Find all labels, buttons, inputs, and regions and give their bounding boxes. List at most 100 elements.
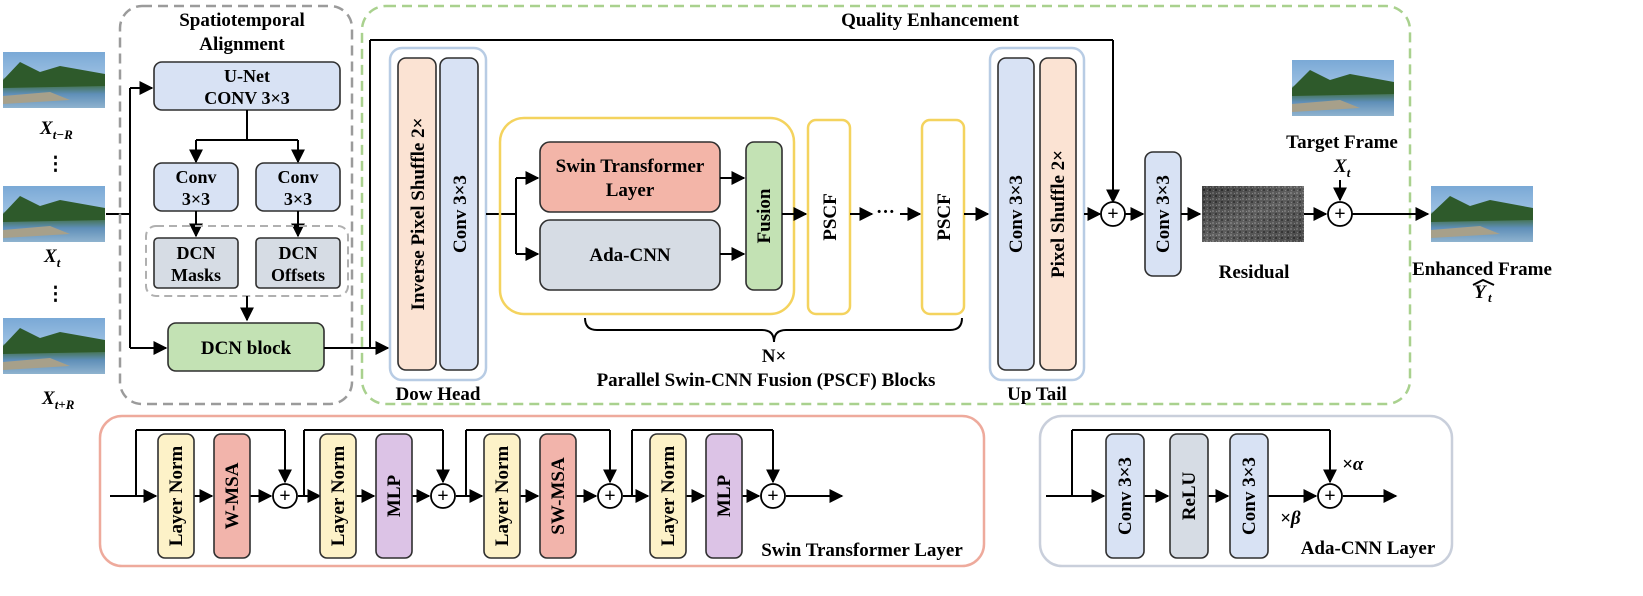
- conv-head-box: [439, 57, 479, 371]
- swin-label-1: Swin Transformer: [556, 156, 705, 177]
- conv-left-label-1: Conv: [175, 167, 216, 187]
- conv-right-label-1: Conv: [277, 167, 318, 187]
- input-frame-t: [3, 186, 105, 242]
- swin-layer-norm-2: [319, 433, 357, 559]
- unet-label-2: CONV 3×3: [204, 88, 289, 108]
- global-skip-connection: [369, 39, 1120, 348]
- swin-sum-1-plus: +: [279, 485, 290, 507]
- mlp-box-2: [705, 433, 743, 559]
- mlp-1-label: MLP: [384, 475, 405, 518]
- quality-title: Quality Enhancement: [841, 10, 1020, 31]
- input-frame-t-plus-r: [3, 318, 105, 374]
- pscf-split-connectors: [515, 171, 540, 261]
- beta-label: ×β: [1280, 508, 1301, 529]
- unet-label-1: U-Net: [224, 66, 270, 86]
- swin-sum-3-plus: +: [604, 485, 615, 507]
- ada-conv-1-label: Conv 3×3: [1115, 457, 1136, 535]
- alignment-title-2: Alignment: [199, 34, 285, 55]
- pscf-label-2: PSCF: [934, 193, 955, 241]
- ada-layer-caption: Ada-CNN Layer: [1301, 538, 1436, 559]
- pscf-blocks-label: Parallel Swin-CNN Fusion (PSCF) Blocks: [597, 370, 936, 391]
- vertical-dots-2: ⋮: [46, 284, 65, 305]
- swin-label-2: Layer: [606, 180, 655, 201]
- swin-layer-norm-4-label: Layer Norm: [658, 446, 679, 547]
- swin-sum-1: [272, 483, 298, 509]
- swin-layer-panel: [98, 414, 986, 568]
- conv-tail-label: Conv 3×3: [1006, 175, 1027, 253]
- input-label-t-plus-r: Xt+R: [41, 388, 75, 412]
- enhanced-y-label: Y t: [1472, 278, 1495, 305]
- conv-left-label-2: 3×3: [182, 189, 210, 209]
- ada-sum: [1317, 483, 1343, 509]
- swin-sum-2: [430, 483, 456, 509]
- target-frame-label: Target Frame: [1286, 132, 1398, 153]
- vertical-dots-1: ⋮: [46, 154, 65, 175]
- swin-sum-4-plus: +: [767, 485, 778, 507]
- wmsa-box: [213, 433, 251, 559]
- dcn-offsets-label-2: Offsets: [271, 265, 325, 285]
- ada-layer-connectors: [1046, 429, 1398, 503]
- swin-layer-norm-4: [649, 433, 687, 559]
- input-connectors: [106, 81, 168, 355]
- alignment-title-1: Spatiotemporal: [179, 10, 305, 31]
- wmsa-label: W-MSA: [222, 462, 243, 529]
- pscf-label-1: PSCF: [820, 193, 841, 241]
- fusion-box: [745, 141, 783, 291]
- pscf-box-2: [920, 118, 966, 316]
- conv-right-label-2: 3×3: [284, 189, 312, 209]
- swin-sum-3: [597, 483, 623, 509]
- swin-layer-norm-2-label: Layer Norm: [328, 446, 349, 547]
- enhanced-frame-label: Enhanced Frame: [1412, 259, 1552, 280]
- alignment-panel: [118, 4, 354, 406]
- input-frame-t-minus-r: [3, 52, 105, 108]
- target-x-label: Xt: [1333, 156, 1351, 180]
- dcn-block-label: DCN block: [201, 338, 292, 359]
- pscf-box-1: [806, 118, 852, 316]
- dow-head-label: Dow Head: [396, 384, 481, 405]
- up-tail-label: Up Tail: [1007, 384, 1067, 405]
- enhanced-frame-image: [1431, 186, 1533, 242]
- input-label-t: Xt: [43, 246, 61, 270]
- alpha-label: ×α: [1342, 454, 1364, 475]
- ada-conv-1-box: [1105, 433, 1145, 559]
- conv-out-label: Conv 3×3: [1153, 175, 1174, 253]
- pscf-dots: ···: [876, 202, 895, 223]
- sum-node-2-plus: +: [1334, 203, 1345, 225]
- swin-layer-caption: Swin Transformer Layer: [761, 540, 963, 561]
- mlp-box-1: [375, 433, 413, 559]
- ada-conv-2-label: Conv 3×3: [1239, 457, 1260, 535]
- dcn-masks-label-1: DCN: [177, 243, 216, 263]
- inverse-pixel-shuffle-box: [397, 57, 437, 371]
- swin-layer-norm-1-label: Layer Norm: [166, 446, 187, 547]
- swin-sum-2-plus: +: [437, 485, 448, 507]
- conv-head-label: Conv 3×3: [450, 175, 471, 253]
- swmsa-label: SW-MSA: [548, 457, 569, 535]
- sum-node-1-plus: +: [1107, 203, 1118, 225]
- dcn-offsets-box: [255, 237, 341, 289]
- dcn-masks-label-2: Masks: [171, 265, 221, 285]
- target-frame-image: [1292, 60, 1394, 116]
- ada-conv-2-box: [1229, 433, 1269, 559]
- relu-label: ReLU: [1179, 471, 1200, 520]
- swmsa-box: [539, 433, 577, 559]
- ada-sum-plus: +: [1324, 485, 1335, 507]
- dcn-masks-box: [153, 237, 239, 289]
- mlp-2-label: MLP: [714, 475, 735, 518]
- ada-layer-panel: [1038, 414, 1454, 568]
- unet-split-connectors: [189, 110, 305, 164]
- pscf-brace: [584, 317, 963, 343]
- pixel-shuffle-label: Pixel Shuffle 2×: [1048, 150, 1069, 278]
- pixel-shuffle-box: [1039, 57, 1077, 371]
- swin-transformer-box: [539, 141, 721, 213]
- swin-sum-4: [760, 483, 786, 509]
- quality-panel: [360, 4, 1412, 406]
- conv-tail-box: [997, 57, 1035, 371]
- svg-text:t: t: [1488, 290, 1492, 305]
- residual-label: Residual: [1219, 262, 1290, 283]
- fusion-label: Fusion: [754, 188, 775, 243]
- swin-layer-norm-3: [483, 433, 521, 559]
- dcn-offsets-label-1: DCN: [279, 243, 318, 263]
- input-label-t-minus-r: Xt−R: [39, 118, 73, 142]
- swin-layer-connectors: [110, 429, 844, 503]
